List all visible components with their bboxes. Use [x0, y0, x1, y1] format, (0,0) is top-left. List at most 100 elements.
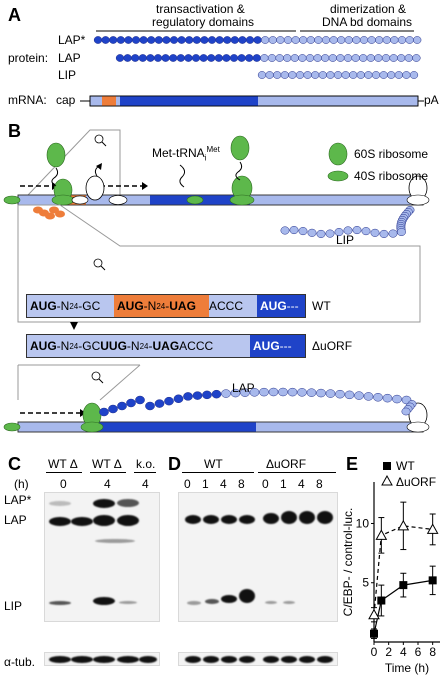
lap-bead [259, 387, 269, 397]
y-axis-label: C/EBP- / control-luc. [341, 508, 355, 617]
data-point-triangle [375, 529, 388, 540]
legend-40s-icon [327, 170, 349, 182]
d-time-label: 8 [316, 477, 323, 491]
lap-bead [363, 392, 374, 401]
mrna-label: mRNA: [8, 93, 47, 107]
lip-bead [379, 229, 389, 238]
lap-bead [373, 393, 383, 402]
lap-bead [325, 389, 336, 398]
lip-bead [352, 225, 362, 235]
data-point-square [399, 581, 408, 590]
lap-bead [221, 389, 231, 398]
header-dimerization-2: DNA bd domains [322, 15, 413, 29]
lap-bead [278, 387, 288, 397]
lip-peptide-chain [280, 205, 415, 238]
protein-row-label-lapstar: LAP* [58, 33, 86, 47]
c-time-unit: (h) [14, 477, 29, 491]
lip-bead [409, 71, 419, 79]
legend-60s-label: 60S ribosome [354, 147, 429, 161]
panel-letter-d: D [168, 454, 181, 474]
lap-bead [249, 388, 260, 397]
cap-label: cap [56, 93, 76, 107]
ribosome-lap-40s [80, 421, 104, 433]
d-time-label: 8 [238, 477, 245, 491]
zoom-callout-bottom [99, 364, 141, 401]
lap-bead [382, 393, 393, 403]
lap-bead [297, 388, 307, 397]
data-point-square [428, 576, 437, 585]
panel-letter-c: C [8, 454, 21, 474]
ribosome-40s-cap [3, 195, 21, 205]
header-transactivation-2: regulatory domains [152, 15, 255, 29]
data-point-square [370, 629, 378, 638]
zoom-out-icon [91, 371, 101, 381]
lip-bead [334, 227, 344, 237]
x-tick-label: 2 [385, 645, 392, 659]
protein-bead-rows [93, 36, 422, 79]
blot-d-main [178, 492, 338, 622]
d-time-label: 0 [184, 477, 191, 491]
ribosome-60s-free [46, 142, 66, 168]
lap-label: LAP [232, 381, 255, 395]
zoom-in-icon-1 [94, 134, 104, 144]
lap-bead [173, 394, 184, 404]
d-group-wt-label: WT [204, 457, 223, 471]
lip-bead [298, 227, 308, 236]
lip-bead [325, 229, 335, 238]
mrna-uorf [102, 96, 116, 106]
lip-bead [361, 227, 371, 236]
c-band-label-lapstar: LAP* [4, 493, 32, 507]
ribosome-40s-scanning [186, 195, 204, 205]
lower-lap-region [94, 422, 256, 432]
legend-60s-icon [328, 142, 348, 166]
x-axis-label: Time (h) [385, 661, 429, 675]
panel-letter-b: B [8, 121, 21, 141]
blot-c-main [44, 492, 160, 622]
lap-bead [240, 388, 250, 397]
protein-label: protein: [8, 51, 49, 65]
legend-label-wt: WT [396, 459, 415, 473]
lip-bead [388, 229, 398, 238]
wt-uorf-aug: AUG [117, 299, 144, 313]
legend-label-duorf: ΔuORF [396, 475, 436, 489]
d-time-label: 1 [202, 477, 209, 491]
legend-40s-label: 40S ribosome [354, 169, 429, 183]
d-time-label: 4 [220, 477, 227, 491]
d-underline-wt [182, 472, 254, 473]
lap-bead [268, 387, 279, 397]
legend-triangle-icon [381, 474, 393, 486]
wt-aug-1: AUG [30, 299, 57, 313]
lap-bead [287, 387, 298, 397]
y-tick-label: 5 [362, 576, 369, 590]
lip-bead [343, 226, 353, 235]
data-point-square [377, 596, 386, 605]
lap-bead [211, 389, 222, 399]
lap-bead [164, 396, 174, 406]
d-time-label: 1 [280, 477, 287, 491]
blot-c-tubulin [44, 652, 160, 666]
lap-bead [126, 398, 136, 408]
lap-bead [202, 390, 212, 400]
lap-bead [306, 388, 317, 397]
lip-bead [396, 227, 406, 237]
panel-letter-e: E [346, 454, 359, 474]
c-group-1-label: WT Δ [48, 457, 78, 471]
d-underline-duorf [258, 472, 336, 473]
ribosome-lip-40s [229, 194, 255, 206]
ribosome-released-white [85, 175, 105, 201]
mrna-lap-region [120, 96, 258, 106]
met-trna-label: Met-tRNAiMet [152, 145, 220, 163]
blot-d-tubulin [178, 652, 338, 666]
uorf-peptide [33, 206, 65, 220]
lap-bead [117, 401, 127, 411]
lap-bead [192, 391, 203, 400]
c-band-label-lap: LAP [4, 513, 27, 527]
c-band-label-tubulin: α-tub. [4, 655, 35, 669]
polya-label: pA [424, 93, 439, 107]
c-underline-2 [90, 472, 126, 473]
c-time-4-ko: 4 [142, 477, 149, 491]
c-band-label-lip: LIP [4, 599, 23, 613]
zoom-callout-middle [17, 204, 421, 323]
